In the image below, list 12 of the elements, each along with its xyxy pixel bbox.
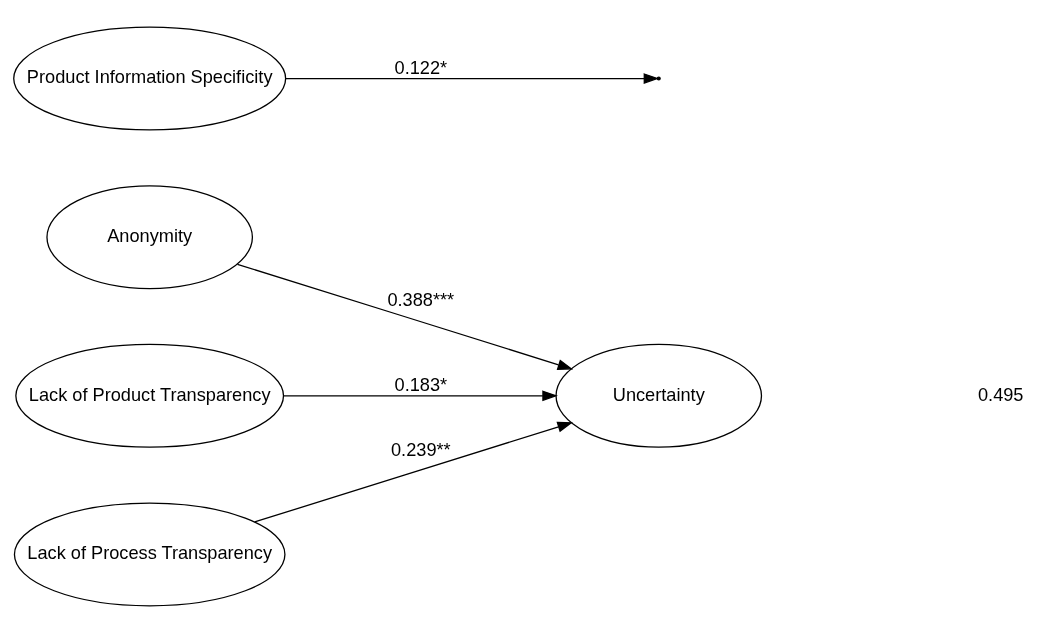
node-ellipse: Anonymity: [46, 184, 254, 289]
arrow: [283, 389, 558, 401]
edge-label: 0.388***: [387, 289, 455, 310]
node-ellipse: Lack of Product Transparency: [15, 343, 285, 448]
edge-label: 0.239**: [390, 439, 451, 460]
node-ellipse: Lack of Process Transparency: [13, 501, 286, 606]
edge-label: 0.122*: [394, 57, 448, 78]
label: 0.495: [977, 384, 1024, 405]
node-ellipse: Product Information Specificity: [13, 26, 287, 131]
edge-label: 0.183*: [394, 374, 448, 395]
arrow: [254, 421, 573, 523]
arrow: [236, 263, 574, 370]
